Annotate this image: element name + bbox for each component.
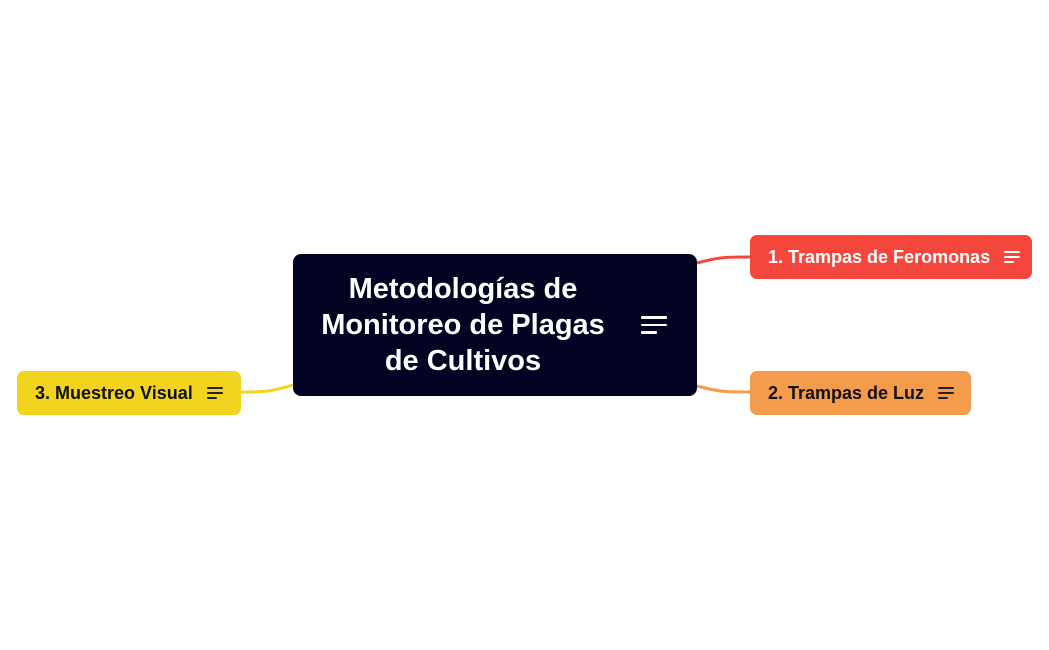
central-topic-label: Metodologías de Monitoreo de Plagas de C… [321, 273, 605, 377]
branch-topic-trampas-luz[interactable]: 2. Trampas de Luz [750, 371, 971, 415]
notes-icon[interactable] [641, 316, 667, 334]
branch-topic-label: 3. Muestreo Visual [35, 382, 193, 403]
central-topic[interactable]: Metodologías de Monitoreo de Plagas de C… [293, 254, 697, 396]
connector-visual [240, 383, 294, 394]
connector-luz [696, 384, 751, 394]
notes-icon[interactable] [206, 387, 223, 399]
notes-icon[interactable] [1004, 251, 1021, 263]
branch-topic-muestreo-visual[interactable]: 3. Muestreo Visual [17, 371, 241, 415]
notes-icon[interactable] [938, 387, 955, 399]
branch-topic-label: 2. Trampas de Luz [768, 382, 925, 403]
branch-topic-trampas-feromonas[interactable]: 1. Trampas de Feromonas [750, 235, 1032, 279]
branch-topic-label: 1. Trampas de Feromonas [768, 246, 991, 267]
connector-feromonas [696, 255, 751, 265]
